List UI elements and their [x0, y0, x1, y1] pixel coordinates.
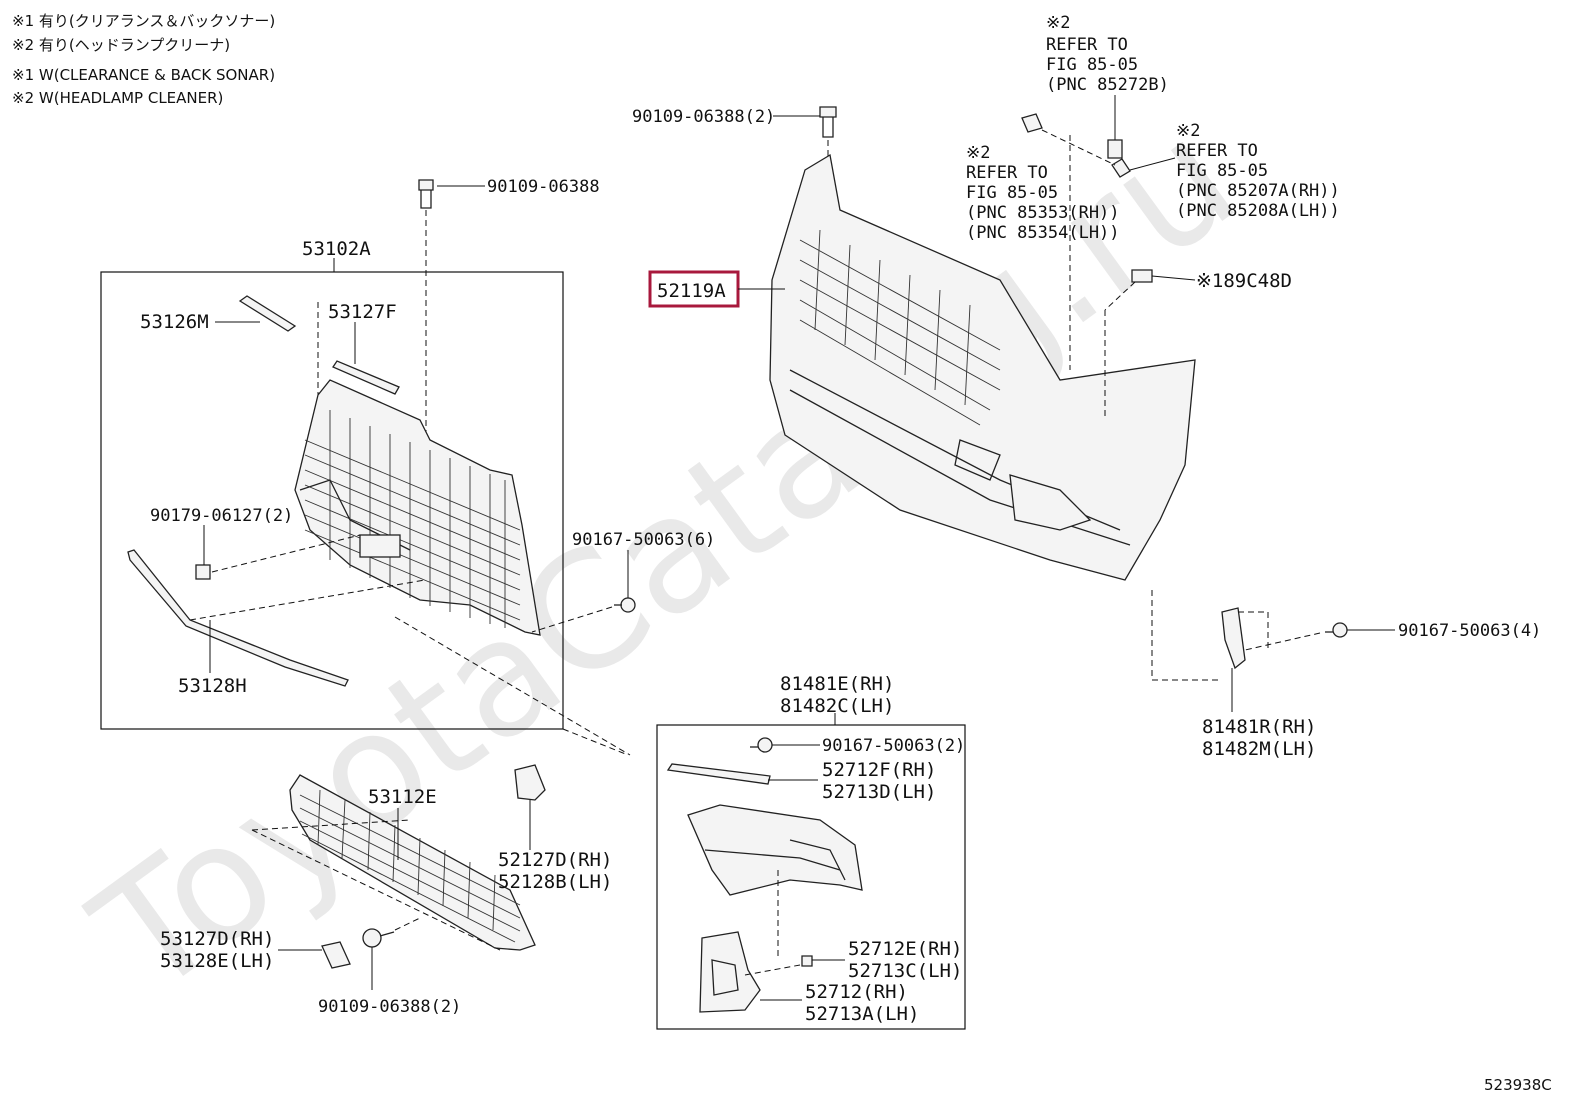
bracket-85272B	[1107, 139, 1123, 159]
cover-52712	[699, 931, 761, 1013]
ref3-line4: (PNC 85353(RH))	[966, 203, 1120, 223]
ref1-line1: ※2	[1046, 13, 1070, 33]
ref1-line2: REFER TO	[1046, 35, 1128, 55]
ref3-line1: ※2	[966, 143, 990, 163]
label-81481R[interactable]: 81481R(RH)	[1202, 716, 1316, 738]
label-53102A[interactable]: 53102A	[302, 238, 371, 260]
ref-note-85272B: ※2 REFER TO FIG 85-05 (PNC 85272B)	[1046, 13, 1169, 95]
label-90167-50063-4[interactable]: 90167-50063(4)	[1398, 621, 1541, 641]
label-53128H[interactable]: 53128H	[178, 675, 247, 697]
label-53127F[interactable]: 53127F	[328, 301, 397, 323]
bolt-90109-top	[819, 106, 837, 138]
bracket-52127D	[514, 764, 546, 801]
label-52712F[interactable]: 52712F(RH)	[822, 759, 936, 781]
ref3-line3: FIG 85-05	[966, 183, 1058, 203]
label-52712[interactable]: 52712(RH)	[805, 981, 908, 1003]
note-en-1: ※1 W(CLEARANCE & BACK SONAR)	[12, 66, 275, 84]
note-jp-2: ※2 有り(ヘッドランプクリーナ)	[12, 36, 230, 54]
ref1-line4: (PNC 85272B)	[1046, 75, 1169, 95]
label-52119A[interactable]: 52119A	[657, 280, 726, 302]
label-52713A[interactable]: 52713A(LH)	[805, 1003, 919, 1025]
label-90179-06127[interactable]: 90179-06127(2)	[150, 506, 293, 526]
label-53128E[interactable]: 53128E(LH)	[160, 950, 274, 972]
label-90109-06388-top[interactable]: 90109-06388(2)	[632, 107, 775, 127]
clip-90179	[195, 564, 211, 580]
ref1-line3: FIG 85-05	[1046, 55, 1138, 75]
strip-53127F	[332, 360, 400, 395]
screw-90167-4	[1325, 622, 1348, 638]
lower-grille-53112E	[289, 774, 536, 951]
ref2-line5: (PNC 85208A(LH))	[1176, 201, 1340, 221]
foglamp-bezel-81481E	[687, 804, 863, 896]
ref-note-85207A: ※2 REFER TO FIG 85-05 (PNC 85207A(RH)) (…	[1176, 121, 1340, 221]
label-81481E[interactable]: 81481E(RH)	[780, 673, 894, 695]
label-52713D[interactable]: 52713D(LH)	[822, 781, 936, 803]
label-90167-50063-6[interactable]: 90167-50063(6)	[572, 530, 715, 550]
ref-note-85353: ※2 REFER TO FIG 85-05 (PNC 85353(RH)) (P…	[966, 143, 1120, 243]
cover-53127D	[321, 941, 351, 969]
label-52713C[interactable]: 52713C(LH)	[848, 960, 962, 982]
ref2-line3: FIG 85-05	[1176, 161, 1268, 181]
label-52127D[interactable]: 52127D(RH)	[498, 849, 612, 871]
screw-90167-2	[750, 737, 773, 753]
foglamp-group-box	[656, 724, 966, 1030]
ref2-line2: REFER TO	[1176, 141, 1258, 161]
ref3-line2: REFER TO	[966, 163, 1048, 183]
label-52712E[interactable]: 52712E(RH)	[848, 938, 962, 960]
header-notes: ※1 有り(クリアランス＆バックソナー) ※2 有り(ヘッドランプクリーナ) ※…	[12, 12, 275, 107]
molding-53126M	[238, 295, 297, 332]
note-en-2: ※2 W(HEADLAMP CLEANER)	[12, 89, 223, 107]
label-53127D[interactable]: 53127D(RH)	[160, 928, 274, 950]
label-53126M[interactable]: 53126M	[140, 311, 209, 333]
label-90109-06388-grille[interactable]: 90109-06388	[487, 177, 600, 197]
grille-group-box	[100, 271, 564, 730]
sensor-189C48D	[1131, 269, 1153, 283]
clip-52712E	[801, 955, 813, 967]
bolt-90109-bottom	[362, 928, 395, 948]
retainer-81481R	[1221, 607, 1246, 670]
ref2-line4: (PNC 85207A(RH))	[1176, 181, 1340, 201]
grille-53102A	[294, 379, 541, 636]
label-81482C[interactable]: 81482C(LH)	[780, 695, 894, 717]
ref3-line5: (PNC 85354(LH))	[966, 223, 1120, 243]
label-90167-50063-2[interactable]: 90167-50063(2)	[822, 736, 965, 756]
figure-id: 523938C	[1484, 1076, 1552, 1094]
cap-85353	[1021, 113, 1043, 133]
bolt-90109-grille	[418, 179, 434, 209]
note-jp-1: ※1 有り(クリアランス＆バックソナー)	[12, 12, 275, 30]
label-81482M[interactable]: 81482M(LH)	[1202, 738, 1316, 760]
nozzle-85207A	[1111, 158, 1131, 178]
bumper-cover-52119A	[769, 153, 1196, 581]
ref2-line1: ※2	[1176, 121, 1200, 141]
label-189C48D[interactable]: ※189C48D	[1196, 270, 1292, 292]
label-52128B[interactable]: 52128B(LH)	[498, 871, 612, 893]
label-53112E[interactable]: 53112E	[368, 786, 437, 808]
garnish-52712F	[666, 763, 771, 785]
label-90109-06388-bottom[interactable]: 90109-06388(2)	[318, 997, 461, 1017]
molding-53128H	[127, 549, 349, 687]
